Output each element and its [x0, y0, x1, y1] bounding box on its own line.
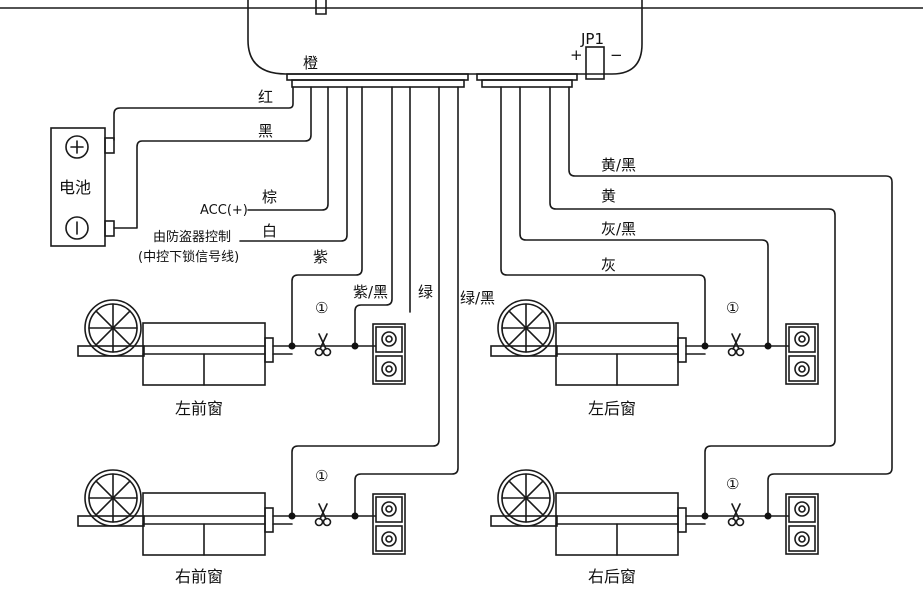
wire-yellow-black	[568, 86, 893, 517]
right-front-window-assembly	[77, 469, 406, 556]
controller-box	[247, 0, 643, 88]
wire-gray-black	[519, 86, 769, 347]
wire-white-label: 白	[262, 222, 277, 240]
cut-marker-right-front: ①	[315, 467, 328, 485]
scissors-cut-icon	[314, 503, 332, 527]
left-rear-window-label: 左后窗	[588, 399, 636, 418]
wire-purple-black-label: 紫/黑	[353, 283, 388, 301]
wire-yellow-label: 黄	[601, 187, 616, 205]
alarm-control-label: 由防盗器控制	[153, 229, 231, 245]
gear-wheel-icon	[84, 299, 142, 357]
wire-gray	[500, 86, 706, 347]
scissors-cut-icon	[727, 333, 745, 357]
cut-marker-left-rear: ①	[726, 299, 739, 317]
right-rear-window-assembly	[490, 469, 819, 556]
gear-wheel-icon	[497, 469, 555, 527]
gear-wheel-icon	[497, 299, 555, 357]
window-switch-connector	[785, 493, 819, 555]
window-switch-connector	[372, 323, 406, 385]
right-rear-window-label: 右后窗	[588, 567, 636, 586]
wire-black-label: 黑	[258, 122, 273, 140]
wire-brown	[247, 86, 329, 211]
left-rear-window-assembly	[490, 299, 819, 386]
wire-green-black-right	[354, 86, 459, 517]
wire-yellow	[549, 86, 836, 517]
scissors-cut-icon	[314, 333, 332, 357]
window-switch-connector	[372, 493, 406, 555]
battery-negative-icon	[65, 216, 89, 240]
wire-gray-black-label: 灰/黑	[601, 220, 636, 238]
wire-purple-label: 紫	[313, 248, 328, 266]
wire-black	[113, 86, 312, 229]
wire-green-black-label: 绿/黑	[460, 289, 495, 307]
right-front-window-label: 右前窗	[175, 567, 223, 586]
battery-label: 电池	[59, 178, 91, 197]
wire-white	[239, 86, 348, 242]
battery-positive-icon	[65, 135, 89, 159]
wire-red-label: 红	[258, 88, 273, 106]
gear-wheel-icon	[84, 469, 142, 527]
wire-purple	[291, 86, 363, 347]
wire-brown-label: 棕	[262, 188, 277, 206]
jp1-label: JP1	[580, 30, 604, 48]
alarm-control-sublabel: (中控下锁信号线)	[138, 249, 239, 265]
jp1-jumper[interactable]	[585, 46, 605, 80]
left-front-window-assembly	[77, 299, 406, 386]
wire-gray-label: 灰	[601, 256, 616, 274]
connector-color-label: 橙	[303, 54, 318, 72]
wire-green-black-left	[291, 86, 440, 517]
wire-red	[113, 86, 294, 141]
wire-green-label: 绿	[418, 283, 433, 301]
window-switch-connector	[785, 323, 819, 385]
jp1-minus: −	[610, 46, 623, 64]
wire-yellow-black-label: 黄/黑	[601, 156, 636, 174]
scissors-cut-icon	[727, 503, 745, 527]
left-front-window-label: 左前窗	[175, 399, 223, 418]
cut-marker-right-rear: ①	[726, 475, 739, 493]
jp1-plus: +	[570, 46, 583, 64]
acc-label: ACC(+)	[200, 203, 248, 218]
wire-purple-black	[354, 86, 393, 347]
cut-marker-left-front: ①	[315, 299, 328, 317]
